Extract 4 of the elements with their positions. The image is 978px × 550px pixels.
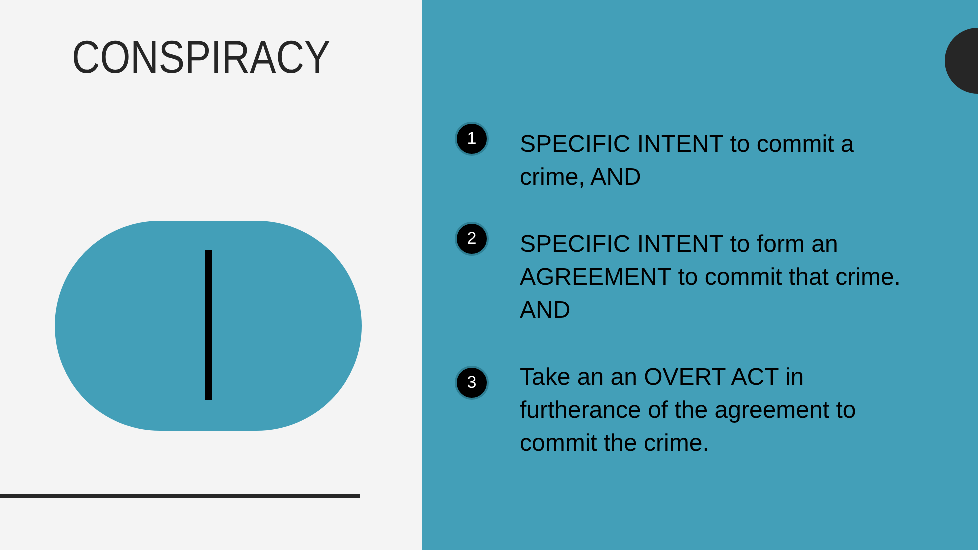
- list-item-text: SPECIFIC INTENT to form an AGREEMENT to commit that crime. AND: [520, 230, 902, 326]
- list-item-text: SPECIFIC INTENT to commit a crime, AND: [520, 130, 856, 193]
- slide-title: CONSPIRACY: [72, 30, 331, 84]
- list-item-text: Take an an OVERT ACT in furtherance of the agreement to commit the crime.: [520, 363, 858, 459]
